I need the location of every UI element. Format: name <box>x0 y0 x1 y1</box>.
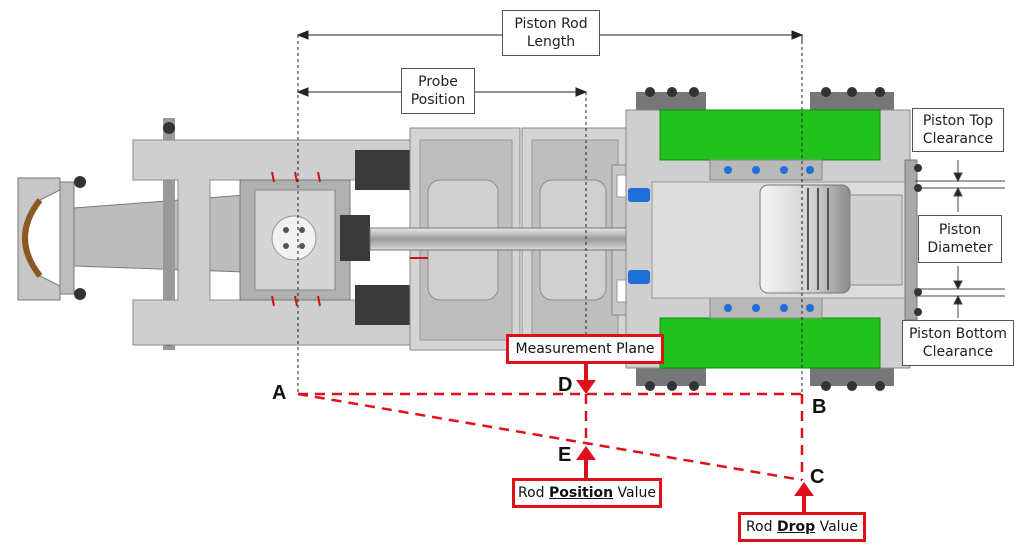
rod-position-value-label: Rod Position Value <box>512 478 662 508</box>
piston-bottom-clearance-label: Piston Bottom Clearance <box>902 320 1014 366</box>
point-b-label: B <box>812 396 827 418</box>
point-c-label: C <box>810 466 825 488</box>
compressor-cylinder <box>625 87 922 391</box>
piston-diameter-line1: Piston <box>938 222 982 238</box>
clearance-dimensions <box>915 160 1005 318</box>
measurement-plane-text: Measurement Plane <box>515 341 655 357</box>
point-e-label: E <box>558 444 572 466</box>
piston-bottom-clearance-line2: Clearance <box>922 344 994 360</box>
piston-top-clearance-line1: Piston Top <box>922 113 994 129</box>
rod-drop-pre: Rod <box>745 519 777 535</box>
probe-position-line2: Position <box>410 92 466 108</box>
piston-rod-length-label: Piston Rod Length <box>502 10 600 56</box>
rod-drop-value-label: Rod Drop Value <box>738 512 866 542</box>
piston-bottom-clearance-line1: Piston Bottom <box>908 326 1008 342</box>
measurement-arrow-e <box>576 446 596 480</box>
measurement-arrow-c <box>794 482 814 514</box>
point-d-label: D <box>558 374 573 396</box>
probe-position-label: Probe Position <box>401 68 475 114</box>
piston-top-clearance-label: Piston Top Clearance <box>912 108 1004 152</box>
piston-rod-length-line2: Length <box>526 34 576 50</box>
crosshead-housing <box>132 118 411 350</box>
rod-drop-post: Value <box>815 519 859 535</box>
piston-rod-length-line1: Piston Rod <box>514 16 588 32</box>
rod-position-post: Value <box>613 485 656 501</box>
point-a-label: A <box>272 382 287 404</box>
measurement-plane-label: Measurement Plane <box>506 334 664 364</box>
piston-diameter-label: Piston Diameter <box>918 215 1002 263</box>
rod-drop-geometry <box>297 392 804 482</box>
reference-lines <box>297 35 803 394</box>
connecting-rod <box>17 176 246 301</box>
piston-diameter-line2: Diameter <box>927 240 993 256</box>
probe-position-line1: Probe <box>418 74 458 90</box>
rod-position-emph: Position <box>549 485 614 501</box>
piston-top-clearance-line2: Clearance <box>922 131 994 147</box>
rod-position-pre: Rod <box>517 485 549 501</box>
rod-drop-emph: Drop <box>776 519 816 535</box>
